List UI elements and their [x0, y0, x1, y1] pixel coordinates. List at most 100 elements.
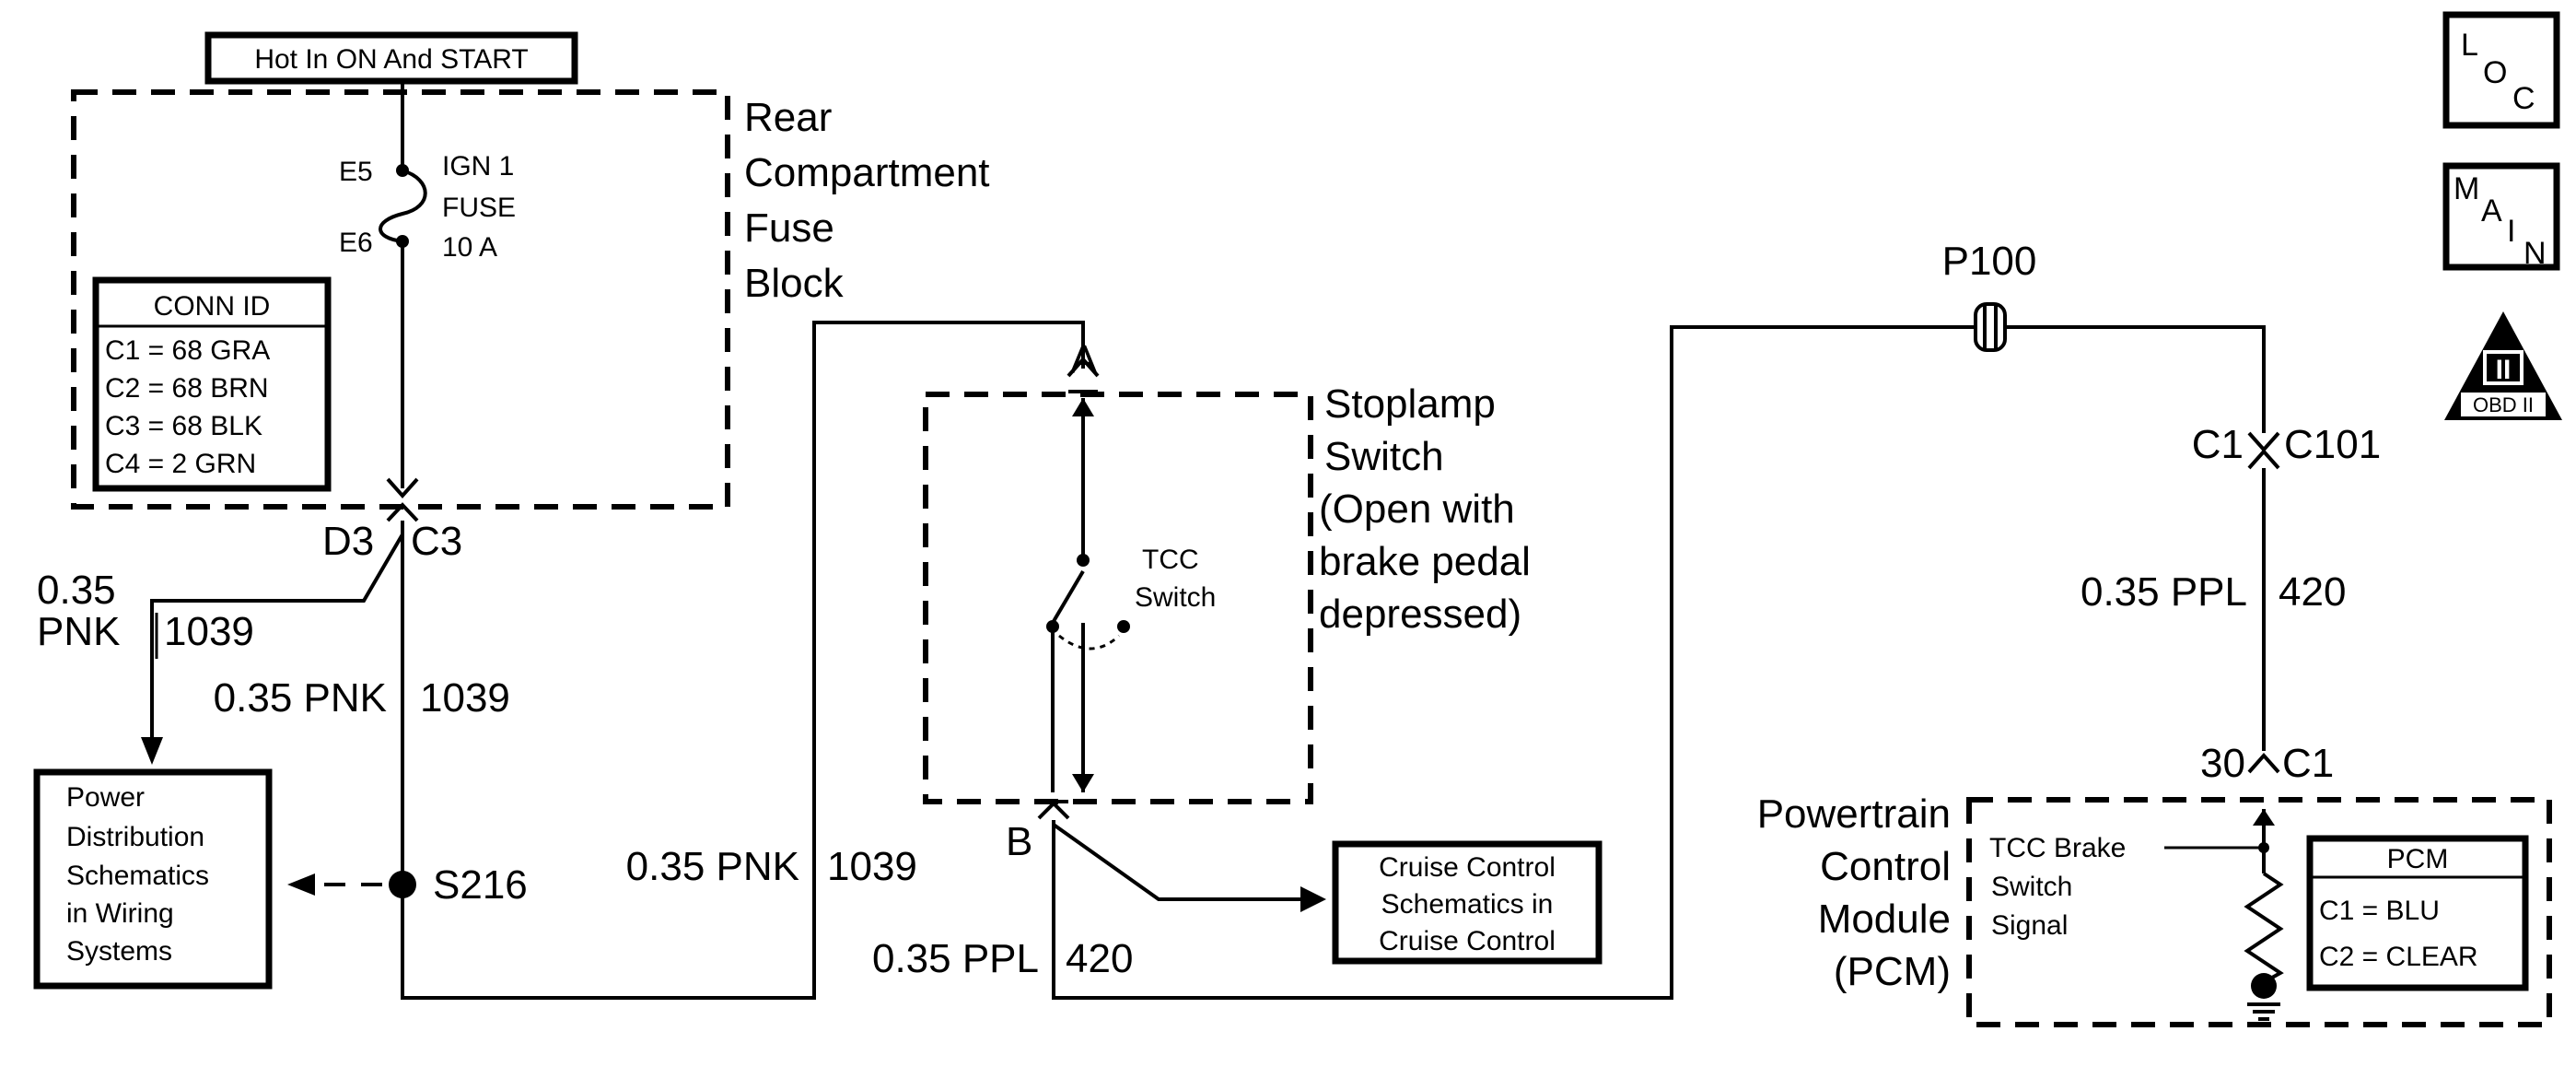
svg-text:in Wiring: in Wiring — [66, 898, 174, 929]
ref-cruise-control[interactable]: Cruise Control Schematics in Cruise Cont… — [1332, 840, 1603, 965]
svg-text:Powertrain: Powertrain — [1757, 791, 1951, 837]
svg-text:Stoplamp: Stoplamp — [1324, 381, 1496, 427]
connector-pin-30-label: 30 — [2200, 741, 2245, 786]
svg-text:C: C — [2512, 81, 2535, 116]
connector-pcm-c1-arrow — [2247, 752, 2280, 774]
fuse-pin-e5: E5 — [339, 157, 373, 187]
svg-text:brake pedal: brake pedal — [1319, 539, 1531, 584]
svg-text:Control: Control — [1820, 844, 1951, 889]
svg-text:II: II — [2496, 355, 2512, 385]
connector-c3-arrow — [386, 477, 419, 499]
connector-c3-label: C3 — [411, 519, 462, 564]
pcm-outline — [1966, 797, 2552, 1027]
conn-id-row: C2 = 68 BRN — [105, 373, 269, 404]
svg-text:Power: Power — [66, 782, 145, 813]
stoplamp-top-arrow — [1072, 398, 1094, 416]
tcc-switch-label-line2: Switch — [1135, 582, 1216, 613]
pcm-conn-title: PCM — [2387, 844, 2449, 874]
pcm-ground-node — [2251, 973, 2277, 999]
pcm-conn-table: PCM C1 = BLU C2 = CLEAR — [2306, 835, 2529, 991]
terminal-a-connector — [1067, 356, 1100, 378]
main-button[interactable]: M A I N — [2442, 162, 2560, 271]
conn-id-title: CONN ID — [154, 291, 271, 322]
terminal-b-label: B — [1006, 819, 1032, 864]
svg-text:OBD II: OBD II — [2473, 393, 2534, 416]
tcc-switch-blade — [1051, 569, 1085, 625]
svg-text:(PCM): (PCM) — [1834, 949, 1951, 994]
fuse-label-line2: FUSE — [442, 193, 516, 223]
svg-text:Switch: Switch — [1991, 872, 2072, 902]
svg-text:N: N — [2524, 236, 2547, 271]
stoplamp-switch-outline — [923, 392, 1313, 804]
conn-id-row: C3 = 68 BLK — [105, 411, 262, 441]
pcm-signal-label: TCC Brake Switch Signal — [1989, 833, 2126, 941]
svg-text:M: M — [2454, 171, 2479, 206]
wire-to-cruise-control — [1052, 823, 1306, 901]
connector-c101-label: C101 — [2284, 422, 2381, 467]
svg-text:Switch: Switch — [1324, 434, 1444, 479]
wire-circuit-label: 1039 — [827, 844, 917, 889]
wire-pnk-1039-branch — [150, 533, 404, 737]
pcm-name: Powertrain Control Module (PCM) — [1757, 791, 1951, 994]
connector-c3-mate — [386, 502, 419, 522]
stoplamp-bottom-arrow — [1072, 774, 1094, 792]
cruise-arrowhead — [1300, 886, 1326, 912]
wire-ppl-420 — [1052, 325, 2266, 1000]
fuse-pin-e6-dot — [396, 235, 409, 248]
connector-pcm-c1-label: C1 — [2282, 741, 2334, 786]
svg-text:Compartment: Compartment — [744, 150, 990, 195]
svg-text:Rear: Rear — [744, 95, 832, 140]
svg-text:Schematics: Schematics — [66, 861, 209, 891]
power-source: Hot In ON And START — [204, 31, 578, 85]
tcc-switch-contact-open — [1117, 620, 1130, 633]
pcm-signal-node — [2258, 842, 2269, 853]
obd-ii-button[interactable]: II OBD II — [2444, 311, 2562, 420]
wire-label: 0.35 PPL — [872, 936, 1039, 981]
wire-label: 0.35 PPL — [2081, 569, 2247, 615]
inline-connector-p100 — [1974, 302, 2007, 352]
tcc-switch-contact-upper — [1077, 554, 1090, 567]
connector-c1-label: C1 — [2192, 422, 2244, 467]
wire-circuit-label: 1039 — [164, 609, 254, 654]
pcm-conn-row: C1 = BLU — [2319, 896, 2440, 926]
loc-button[interactable]: L O C — [2442, 11, 2560, 129]
connector-c101-mate — [2247, 448, 2280, 470]
svg-text:Fuse: Fuse — [744, 205, 834, 251]
fuse-symbol — [379, 169, 427, 243]
conn-id-row: C1 = 68 GRA — [105, 335, 270, 366]
svg-text:Systems: Systems — [66, 936, 172, 967]
wire-circuit-label: 420 — [2279, 569, 2346, 615]
svg-text:I: I — [2507, 214, 2515, 249]
connector-d3-label: D3 — [322, 519, 374, 564]
conn-id-table: CONN ID C1 = 68 GRA C2 = 68 BRN C3 = 68 … — [92, 276, 332, 492]
tcc-switch-travel — [1058, 634, 1121, 650]
branch-arrowhead — [141, 737, 163, 765]
wire-label: 0.35 PNK — [626, 844, 799, 889]
svg-text:depressed): depressed) — [1319, 592, 1521, 637]
wire-label: PNK — [37, 609, 120, 654]
power-source-label: Hot In ON And START — [254, 44, 528, 75]
fuse-block-name: Rear Compartment Fuse Block — [744, 95, 990, 306]
stoplamp-switch-title: Stoplamp Switch (Open with brake pedal d… — [1319, 381, 1531, 637]
fuse-pin-e6: E6 — [339, 228, 373, 258]
svg-text:A: A — [2481, 193, 2502, 229]
svg-text:L: L — [2461, 28, 2478, 63]
splice-arrowhead — [287, 873, 315, 896]
splice-s216 — [389, 871, 416, 898]
svg-text:(Open with: (Open with — [1319, 486, 1515, 532]
inline-connector-label: P100 — [1942, 239, 2037, 284]
wire-pnk-1039-main — [401, 321, 1085, 1000]
wire-label: 0.35 PNK — [214, 675, 387, 721]
svg-text:Schematics in: Schematics in — [1381, 889, 1554, 920]
svg-text:Cruise Control: Cruise Control — [1379, 852, 1556, 883]
pcm-input-arrow — [2253, 809, 2275, 826]
svg-text:Distribution: Distribution — [66, 822, 204, 852]
conn-id-row: C4 = 2 GRN — [105, 449, 256, 479]
ref-power-distribution[interactable]: Power Distribution Schematics in Wiring … — [33, 768, 273, 990]
wire-circuit-label: 420 — [1066, 936, 1133, 981]
svg-text:O: O — [2483, 55, 2507, 90]
connector-c101-arrow — [2247, 431, 2280, 453]
svg-text:TCC Brake: TCC Brake — [1989, 833, 2126, 863]
svg-text:Module: Module — [1818, 897, 1951, 942]
svg-text:Cruise Control: Cruise Control — [1379, 926, 1556, 956]
